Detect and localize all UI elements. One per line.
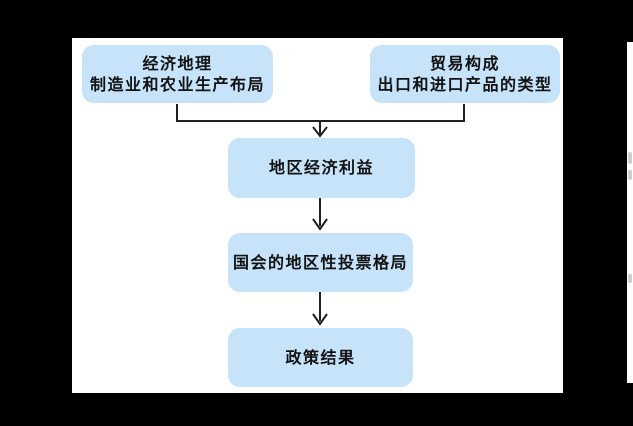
node-title: 政策结果 — [285, 347, 356, 367]
page-edge-smudge — [628, 274, 632, 283]
diagram-page: 经济地理 制造业和农业生产布局 贸易构成 出口和进口产品的类型 地区经济利益 国… — [72, 38, 563, 393]
page-edge-smudge — [628, 170, 632, 180]
node-regional-economic-interests: 地区经济利益 — [228, 138, 415, 198]
node-economic-geography: 经济地理 制造业和农业生产布局 — [82, 45, 273, 103]
arrow-to-voting-pattern — [312, 198, 328, 231]
node-title: 经济地理 — [142, 54, 213, 73]
node-subtitle: 出口和进口产品的类型 — [377, 75, 553, 94]
node-trade-composition: 贸易构成 出口和进口产品的类型 — [370, 45, 560, 103]
adjacent-page-edge — [627, 42, 633, 383]
page-edge-smudge — [628, 152, 632, 164]
flow-connectors — [176, 104, 465, 326]
node-subtitle: 制造业和农业生产布局 — [89, 75, 265, 94]
node-title: 国会的地区性投票格局 — [232, 252, 408, 272]
node-policy-outcome: 政策结果 — [228, 328, 413, 387]
node-title: 贸易构成 — [429, 54, 500, 73]
arrow-to-regional-interests — [312, 121, 328, 138]
merge-connector — [176, 104, 465, 122]
node-congressional-regional-voting-pattern: 国会的地区性投票格局 — [228, 233, 413, 292]
arrow-to-policy-outcome — [312, 292, 328, 326]
node-title: 地区经济利益 — [268, 158, 374, 177]
